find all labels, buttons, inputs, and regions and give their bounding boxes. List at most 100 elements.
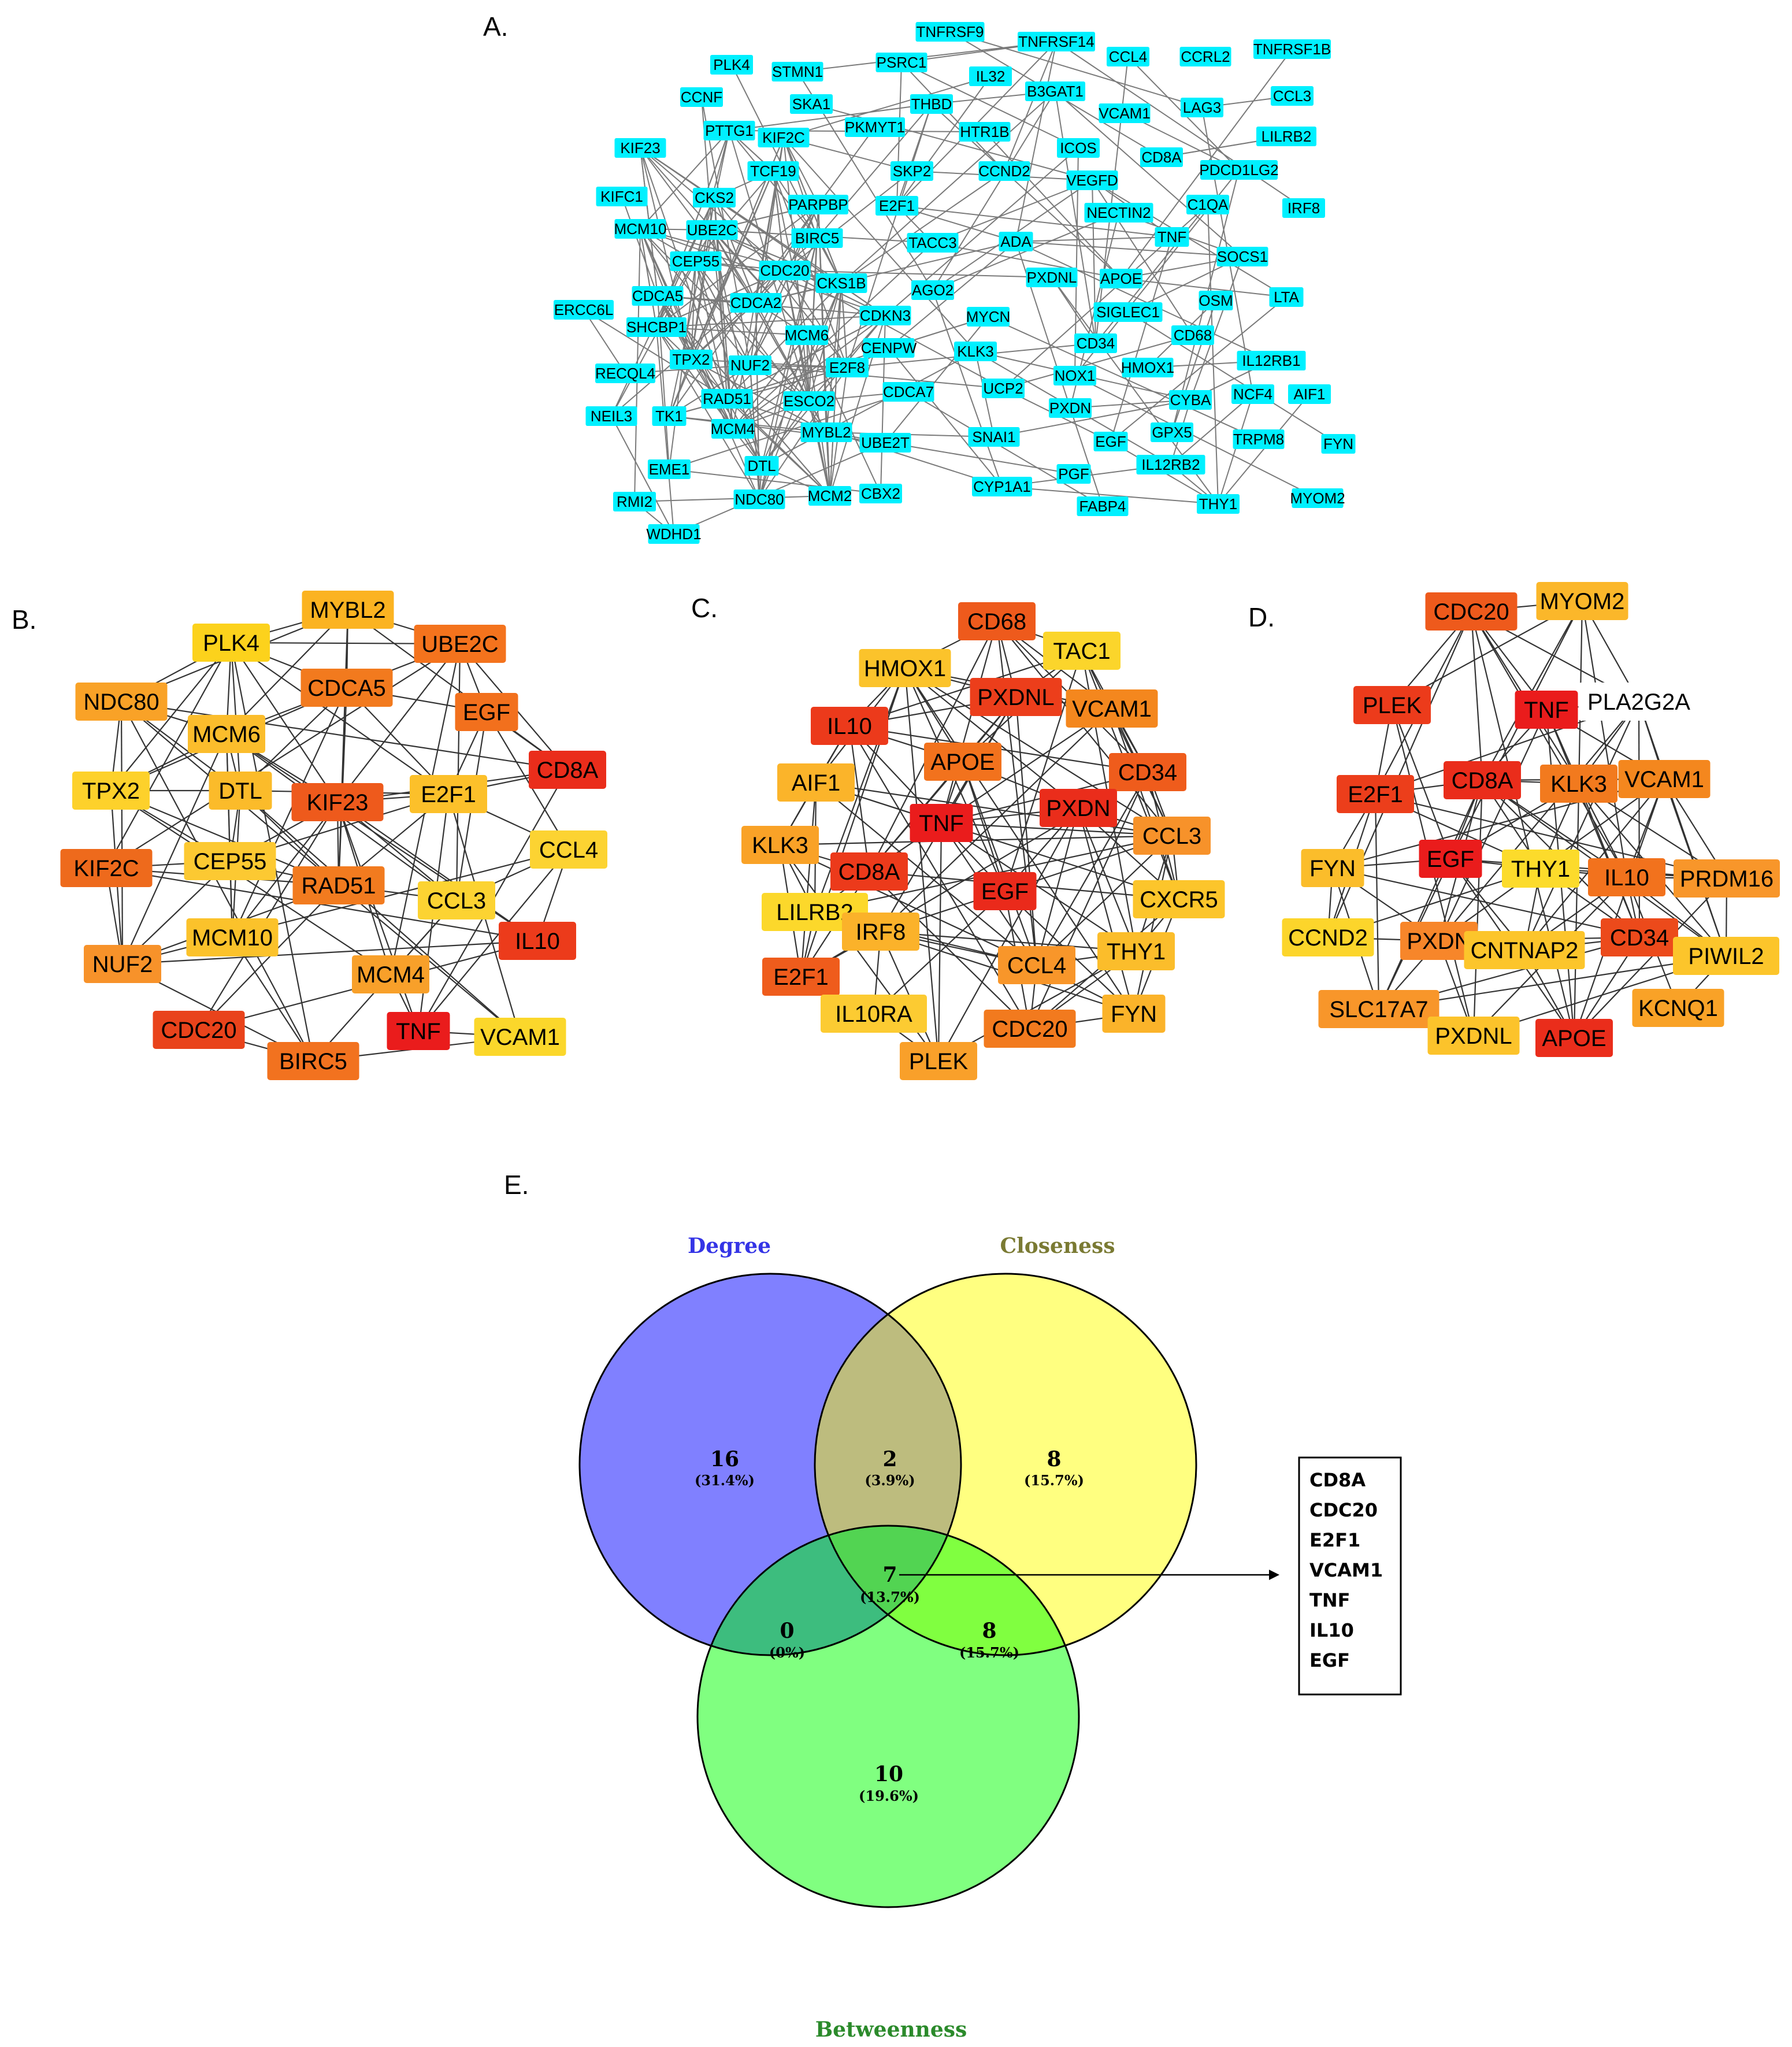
node-label: UBE2C — [421, 632, 498, 657]
node-box — [530, 830, 607, 869]
node-box — [1109, 753, 1186, 791]
node-a-box — [791, 228, 843, 248]
node-a-label: IL12RB2 — [1141, 456, 1200, 473]
node-a-label: TNFRSF9 — [917, 23, 984, 40]
node-a-box — [670, 350, 713, 369]
node-a-label: CCL4 — [1109, 48, 1147, 65]
node-a-box — [1066, 170, 1118, 190]
node-a-box — [999, 232, 1033, 251]
node-label: APOE — [930, 750, 995, 775]
common-gene-vcam1: VCAM1 — [1309, 1559, 1383, 1581]
closeness-only-pct: (15.7%) — [1024, 1472, 1084, 1489]
node-a-label: ERCC6L — [554, 301, 614, 318]
node-label: KCNQ1 — [1638, 996, 1718, 1021]
node-a-box — [1026, 268, 1078, 287]
node-a-pkmyt1: PKMYT1 — [845, 117, 905, 137]
node-a-label: EGF — [1095, 433, 1126, 450]
node-a-pttg1: PTTG1 — [703, 121, 755, 140]
node-c-cdc20: CDC20 — [984, 1010, 1076, 1048]
node-a-stmn1: STMN1 — [771, 62, 823, 81]
edge — [784, 170, 912, 271]
edge — [1391, 704, 1452, 859]
node-label: CDC20 — [161, 1018, 236, 1043]
edge — [908, 391, 1103, 507]
node-box — [1066, 689, 1158, 728]
node-a-box — [967, 307, 1010, 327]
node-c-egf: EGF — [973, 872, 1037, 910]
node-a-label: PDCD1LG2 — [1199, 161, 1278, 179]
node-box — [1097, 932, 1175, 970]
node-a-lag3: LAG3 — [1181, 98, 1223, 117]
node-a-box — [1216, 247, 1268, 266]
node-b-ndc80: NDC80 — [75, 683, 168, 721]
edge — [232, 687, 347, 938]
node-a-box — [614, 219, 666, 239]
node-a-cenpw: CENPW — [861, 338, 917, 358]
node-a-label: THY1 — [1199, 495, 1237, 513]
node-label: VCAM1 — [1624, 767, 1704, 792]
edge — [711, 229, 807, 336]
node-a-box — [1179, 47, 1231, 66]
node-a-label: NOX1 — [1055, 367, 1096, 384]
node-d-cdc20: CDC20 — [1425, 592, 1518, 631]
node-a-fyn: FYN — [1321, 434, 1356, 454]
node-c-vcam1: VCAM1 — [1066, 689, 1158, 728]
node-a-il12rb2: IL12RB2 — [1136, 455, 1205, 474]
node-label: FYN — [1309, 856, 1356, 881]
node-a-label: CDKN3 — [860, 307, 911, 324]
node-a-box — [730, 293, 782, 313]
node-label: CDC20 — [992, 1017, 1067, 1042]
node-box — [1419, 840, 1482, 878]
edge — [695, 170, 774, 262]
node-a-cbx2: CBX2 — [859, 484, 902, 503]
node-label: E2F1 — [421, 782, 476, 807]
node-d-myom2: MYOM2 — [1536, 582, 1628, 620]
edge — [1077, 807, 1137, 952]
node-c-aif1: AIF1 — [777, 763, 855, 802]
edge — [1374, 793, 1380, 1010]
edge — [729, 130, 818, 239]
node-box — [60, 849, 153, 887]
edge — [486, 711, 569, 850]
node-a-label: VCAM1 — [1099, 105, 1151, 122]
node-box — [1515, 691, 1578, 729]
node-c-tnf: TNF — [910, 804, 973, 842]
node-a-tacc3: TACC3 — [907, 233, 959, 253]
node-label: TNF — [396, 1019, 441, 1044]
node-a-label: ADA — [1000, 233, 1032, 250]
edge — [110, 790, 391, 975]
node-label: EGF — [1427, 847, 1474, 872]
node-box — [1301, 849, 1364, 887]
node-a-neil3: NEIL3 — [585, 406, 637, 426]
edge — [962, 761, 1006, 892]
node-label: AIF1 — [792, 770, 840, 796]
node-a-label: UBE2C — [687, 221, 737, 239]
node-label: CDCA5 — [307, 676, 386, 701]
node-label: IL10RA — [835, 1002, 912, 1027]
node-box — [1040, 789, 1117, 827]
node-box — [984, 1010, 1076, 1048]
edge — [656, 327, 733, 429]
node-a-mcm2: MCM2 — [808, 486, 852, 506]
common-gene-e2f1: E2F1 — [1309, 1529, 1360, 1551]
node-a-label: SOCS1 — [1217, 248, 1268, 265]
degree-closeness-count: 2 — [882, 1447, 897, 1471]
node-a-box — [771, 62, 823, 81]
node-box — [186, 918, 279, 956]
node-a-label: CEP55 — [672, 253, 719, 270]
node-a-box — [1253, 39, 1331, 59]
node-a-box — [1256, 127, 1316, 146]
node-box — [410, 775, 487, 813]
node-box — [1133, 817, 1211, 855]
node-a-trpm8: TRPM8 — [1233, 429, 1285, 449]
node-a-box — [1155, 227, 1189, 247]
node-a-box — [1136, 455, 1205, 474]
node-a-box — [733, 490, 785, 509]
node-box — [184, 842, 276, 880]
node-a-wdhd1: WDHD1 — [646, 524, 702, 544]
node-b-mcm6: MCM6 — [188, 715, 265, 753]
node-a-label: LTA — [1274, 288, 1299, 306]
edge — [231, 642, 338, 803]
edge — [841, 170, 1005, 284]
